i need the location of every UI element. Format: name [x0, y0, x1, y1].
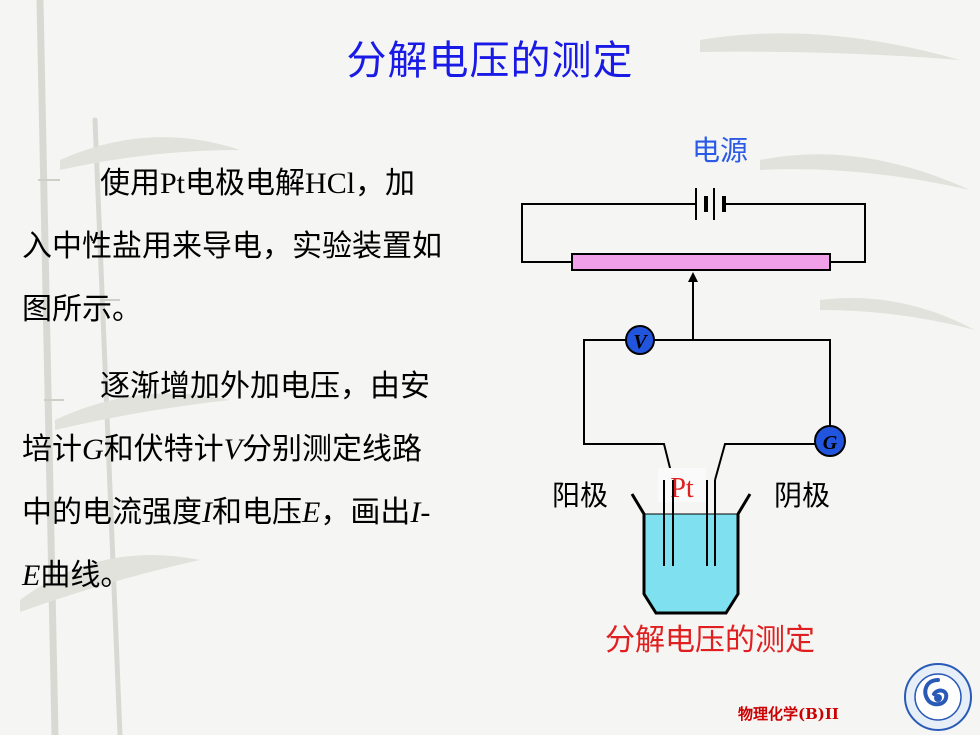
para2-text-3: 分别测定线路中的电流强度: [22, 432, 422, 530]
para1-hcl: HCl: [305, 167, 356, 200]
electrode-label-box: [658, 468, 706, 502]
slide-title: 分解电压的测定: [346, 38, 634, 84]
para2-e: E: [302, 496, 321, 529]
voltmeter: V: [625, 325, 655, 355]
para2-text-6: 曲线。: [40, 558, 131, 593]
para2-text-4: 和电压: [212, 495, 302, 530]
para2-text-5: ，画出: [320, 495, 411, 530]
ammeter: G: [814, 425, 846, 457]
anode-label: 阳极: [552, 479, 608, 512]
paragraph-procedure: 逐渐增加外加电压，由安培计G和伏特计V分别测定线路中的电流强度I和电压E，画出I…: [22, 355, 442, 607]
para2-text-2: 和伏特计: [103, 432, 224, 467]
para1-text-2: 电极电解: [185, 166, 306, 201]
para1-text-4: 加入中性盐用来导电，实验装置如图所示。: [22, 166, 442, 327]
course-footer: 物理化学(B)II: [738, 705, 839, 723]
circuit-diagram: 电源 V G Pt 阳极 阴极: [521, 134, 866, 658]
battery-icon: [685, 188, 735, 220]
beaker: [630, 493, 752, 615]
rheostat: [571, 253, 831, 271]
power-loop: [521, 203, 866, 263]
voltmeter-label: V: [633, 331, 648, 353]
para1-pt: Pt: [160, 167, 186, 200]
university-logo: [904, 663, 972, 731]
electrode-label: Pt: [670, 473, 694, 504]
ammeter-label: G: [823, 432, 838, 454]
para1-text-1: 使用: [100, 166, 160, 201]
diagram-caption: 分解电压的测定: [605, 623, 815, 658]
power-source-label: 电源: [692, 134, 748, 167]
pt-electrodes: [663, 480, 716, 566]
measuring-loop: [583, 339, 831, 481]
para2-ie: I-E: [22, 496, 431, 592]
para2-text-1: 逐渐增加外加电压，由安培计: [22, 369, 430, 467]
para2-i: I: [202, 496, 212, 529]
para2-v: V: [223, 433, 242, 466]
para1-text-3: ，: [355, 166, 386, 201]
para2-g: G: [82, 433, 104, 466]
slider-arrow-icon: [688, 272, 698, 340]
paragraph-setup: 使用Pt电极电解HCl，加入中性盐用来导电，实验装置如图所示。: [22, 152, 442, 341]
cathode-label: 阴极: [774, 479, 830, 512]
